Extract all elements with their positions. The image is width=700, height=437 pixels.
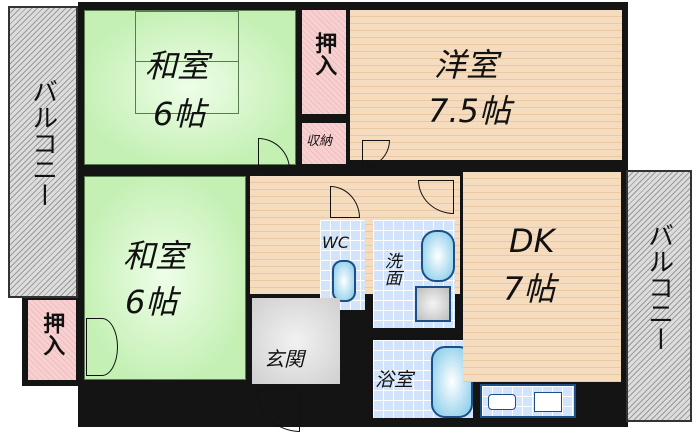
balcony-right-label: バルコニー [643,222,674,352]
genkan-label: 玄関 [264,347,304,371]
closet-oshiire-bottom: 押入 [28,300,76,380]
room-genkan: 玄関 [252,298,340,384]
room-senmen: 洗面 [373,220,455,328]
shuno-label: 収納 [306,134,333,149]
stove-icon [488,394,516,410]
oshiire-top-label: 押入 [311,32,337,76]
closet-oshiire-top: 押入 [302,10,346,114]
room-wc: WC [320,220,365,310]
washitsu-bottom-name: 和室 [123,237,188,275]
room-dk: DK 7帖 [463,172,621,382]
washitsu-top-size: 6帖 [153,95,206,133]
dk-name: DK [509,222,555,260]
room-yoshitsu: 洋室 7.5帖 [350,10,622,160]
door-oshiire-bottom[interactable] [86,318,118,376]
room-yokushitsu: 浴室 [373,340,473,418]
tatami-line [135,61,239,62]
balcony-right: バルコニー [626,170,692,422]
oshiire-bottom-label: 押入 [39,312,65,356]
washitsu-top-name: 和室 [145,47,210,85]
sink-icon [534,392,562,412]
closet-shuno: 収納 [302,123,346,164]
senmen-label: 洗面 [380,252,401,286]
yoshitsu-size: 7.5帖 [428,92,511,130]
balcony-left-label: バルコニー [27,78,58,208]
washbasin-icon [421,230,455,282]
balcony-left: バルコニー [8,6,78,298]
yokushitsu-label: 浴室 [375,369,414,391]
yoshitsu-name: 洋室 [434,46,499,84]
tatami-mat [135,11,239,114]
wc-label: WC [322,233,349,252]
toilet-icon [332,260,356,302]
dk-size: 7帖 [503,270,556,308]
washitsu-bottom-size: 6帖 [125,283,178,321]
washing-machine-pan-icon [415,286,451,322]
kitchen-counter [480,384,576,418]
